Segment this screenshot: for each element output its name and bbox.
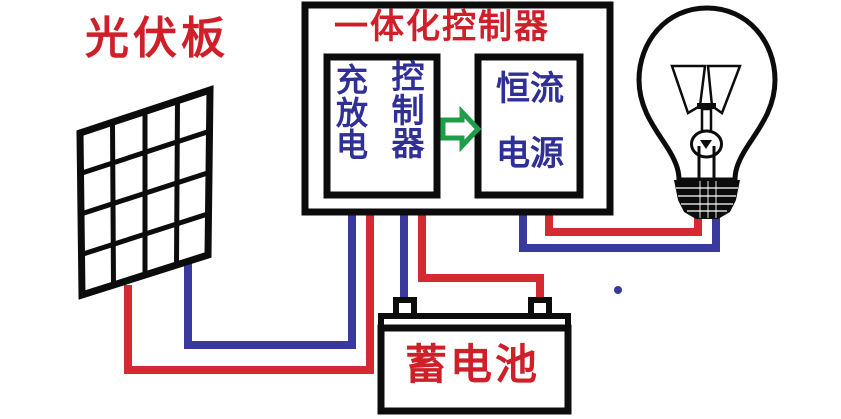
wire-panel-positive xyxy=(124,212,374,374)
solar-panel xyxy=(76,85,214,300)
wire-panel-negative xyxy=(184,212,356,349)
right-arrow-icon xyxy=(440,105,482,153)
light-bulb-icon xyxy=(636,5,778,219)
charge-discharge-controller-box xyxy=(323,53,441,199)
wire-battery-positive xyxy=(418,212,544,300)
storage-battery xyxy=(377,297,572,415)
constant-current-power-supply-box xyxy=(474,53,584,199)
stray-dot-marker xyxy=(614,286,622,294)
wire-lamp-negative xyxy=(519,200,720,252)
